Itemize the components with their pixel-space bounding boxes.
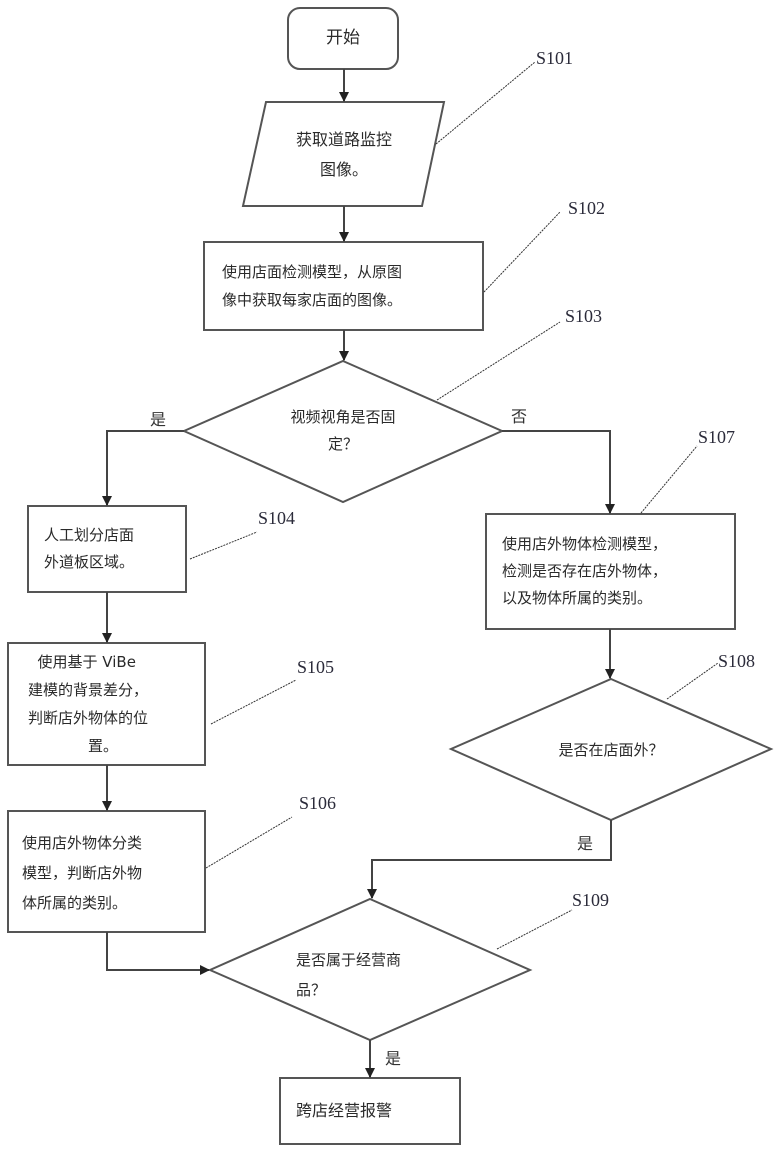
- s107-process-box: [485, 513, 736, 630]
- s105-line-2: 建模的背景差分，: [28, 681, 149, 699]
- s106-line-1: 使用店外物体分类: [22, 834, 143, 852]
- s103-decision-diamond: [181, 359, 505, 504]
- leader-s106: [205, 816, 293, 869]
- step-label-s103: S103: [565, 306, 603, 326]
- leader-s105: [210, 679, 297, 725]
- s109-text: 是否属于经营商 品？: [296, 945, 476, 1005]
- end-label: 跨店经营报警: [296, 1101, 393, 1120]
- s105-process-box: [7, 642, 206, 766]
- s105-line-1: 使用基于 ViBe: [28, 653, 136, 671]
- s107-line-1: 使用店外物体检测模型，: [502, 535, 668, 553]
- s103-line-2: 定？: [327, 435, 358, 453]
- s109-line-2: 品？: [296, 981, 327, 999]
- leader-s108: [666, 662, 719, 700]
- s103-text: 视频视角是否固 定？: [263, 404, 423, 458]
- step-label-s102: S102: [568, 198, 606, 218]
- edge-s106-s109: [106, 932, 210, 975]
- s107-line-3: 以及物体所属的类别。: [502, 589, 653, 607]
- step-label-s107: S107: [698, 427, 736, 447]
- s102-process-box: [203, 241, 484, 331]
- branch-label-s109-yes: 是: [385, 1049, 402, 1068]
- s102-text: 使用店面检测模型，从原图 像中获取每家店面的图像。: [222, 258, 482, 314]
- s102-line-1: 使用店面检测模型，从原图: [222, 263, 403, 281]
- s102-line-2: 像中获取每家店面的图像。: [222, 291, 403, 309]
- step-label-s109: S109: [572, 890, 610, 910]
- s104-process-box: [27, 505, 187, 593]
- s104-text: 人工划分店面 外道板区域。: [44, 522, 184, 576]
- leader-s104: [189, 531, 258, 560]
- leader-s109: [496, 909, 573, 950]
- s106-process-box: [7, 810, 206, 933]
- edge-s103-s104: [102, 430, 184, 506]
- edge-s103-s107: [502, 430, 615, 514]
- branch-label-s103-no: 否: [511, 407, 528, 426]
- s107-text: 使用店外物体检测模型， 检测是否存在店外物体， 以及物体所属的类别。: [502, 531, 734, 612]
- s103-line-1: 视频视角是否固: [290, 408, 396, 426]
- s101-line-2: 图像。: [319, 160, 368, 179]
- s104-line-2: 外道板区域。: [44, 553, 135, 571]
- leader-s103: [436, 321, 561, 401]
- leader-s107: [640, 445, 698, 514]
- s104-line-1: 人工划分店面: [44, 526, 135, 544]
- s106-text: 使用店外物体分类 模型，判断店外物 体所属的类别。: [22, 828, 202, 918]
- s105-text: 使用基于 ViBe 建模的背景差分， 判断店外物体的位 置。: [28, 648, 208, 760]
- branch-label-s103-yes: 是: [150, 410, 167, 429]
- leader-s102: [483, 211, 561, 293]
- s101-io-parallelogram: [241, 101, 446, 207]
- s106-line-3: 体所属的类别。: [22, 894, 128, 912]
- end-process-box: [279, 1077, 461, 1145]
- leader-s101: [435, 61, 536, 145]
- s101-text: 获取道路监控 图像。: [255, 125, 433, 185]
- s106-line-2: 模型，判断店外物: [22, 864, 143, 882]
- s105-line-3: 判断店外物体的位: [28, 709, 149, 727]
- branch-label-s108-yes: 是: [577, 834, 594, 853]
- step-label-s106: S106: [299, 793, 337, 813]
- edge-s108-s109: [367, 820, 612, 899]
- s108-line-1: 是否在店面外？: [558, 741, 664, 759]
- s101-line-1: 获取道路监控: [295, 130, 392, 149]
- s108-text: 是否在店面外？: [511, 737, 711, 763]
- s105-line-4: 置。: [88, 737, 119, 755]
- s107-line-2: 检测是否存在店外物体，: [502, 562, 668, 580]
- step-label-s101: S101: [536, 48, 574, 68]
- step-label-s105: S105: [297, 657, 335, 677]
- start-label: 开始: [326, 28, 360, 48]
- step-label-s108: S108: [718, 651, 756, 671]
- step-label-s104: S104: [258, 508, 296, 528]
- s109-line-1: 是否属于经营商: [296, 951, 402, 969]
